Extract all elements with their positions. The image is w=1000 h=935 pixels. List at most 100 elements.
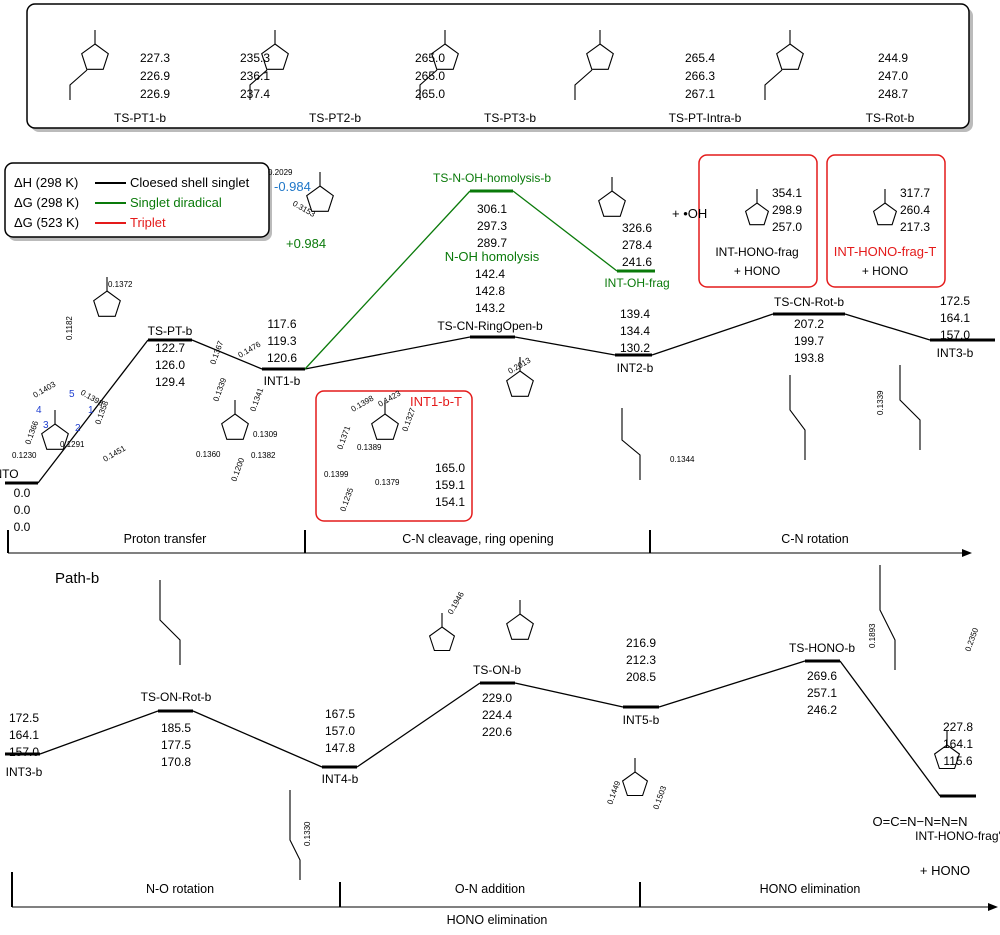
hono-label: + HONO [920,863,970,878]
section-label: HONO elimination [760,882,861,896]
ts-label: TS-PT1-b [114,111,166,125]
energy-value: 122.7 [155,341,185,355]
ts-energy-value: 227.3 [140,51,170,65]
energy-value: 119.3 [267,334,296,348]
charge-label: +0.984 [286,236,326,251]
molecule-structures [41,30,961,880]
path-label: N-OH homolysis [445,249,540,264]
energy-value: 0.0 [14,520,31,534]
bond-length-label: 0.1182 [65,316,74,340]
ts-energy-value: 265.0 [415,69,445,83]
ts-label: TS-PT2-b [309,111,361,125]
bond-length-label: 0.2029 [268,168,293,177]
open-chain-structure [289,790,301,880]
energy-value: 289.7 [477,236,507,250]
bond-length-label: 0.1360 [196,450,221,459]
atom-number: 2 [75,423,81,434]
energy-value: 306.1 [477,202,507,216]
atom-number: 4 [36,405,42,416]
triazolone-ring [428,626,456,652]
energy-value: 139.4 [620,307,650,321]
axis-title: HONO elimination [447,913,548,927]
section-label: N-O rotation [146,882,214,896]
atom-number: 3 [43,420,49,431]
energy-value: 147.8 [325,741,355,755]
energy-value: 177.5 [161,738,191,752]
atom-number: 5 [69,389,75,400]
charge-label: -0.984 [274,179,311,194]
bond-length-label: 0.1399 [324,470,349,479]
open-chain-structure [159,580,181,665]
energy-value: 193.8 [794,351,824,365]
bond-length-label: 0.1382 [251,451,276,460]
state-label: INT4-b [322,772,359,786]
legend-entry: Cloesed shell singlet [130,175,250,190]
oxadiazole-ring [621,771,649,797]
energy-value: 260.4 [900,203,930,217]
triazole-ring [933,744,961,770]
ts-energy-value: 247.0 [878,69,908,83]
energy-value: 298.9 [772,203,802,217]
energy-value: 142.8 [475,284,505,298]
energy-value: 142.4 [475,267,505,281]
energy-value: 257.1 [807,686,837,700]
energy-value: 126.0 [155,358,185,372]
ts-energy-value: 265.0 [415,51,445,65]
open-chain-structure [789,375,806,460]
triazolone-ring [306,185,334,212]
hono-label: + HONO [734,264,780,278]
upper-profile [5,189,995,557]
oh-radical-label: + •OH [672,206,707,221]
energy-value: 216.9 [626,636,656,650]
state-label: INT5-b [623,713,660,727]
bond-length-label: 0.1379 [375,478,400,487]
bond-length-label: 0.1330 [303,821,312,846]
energy-value: 134.4 [620,324,650,338]
nitro-group [764,69,783,100]
triazolone-ring [506,370,534,397]
bond-length-label: 0.1403 [32,379,58,399]
path-title: Path-b [55,570,99,587]
section-label: Proton transfer [124,532,207,546]
ts-label: TS-Rot-b [866,111,915,125]
ts-energy-value: 248.7 [878,87,908,101]
ts-structure-ring [586,43,614,70]
state-label: TS-N-OH-homolysis-b [433,171,551,185]
energy-value: 220.6 [482,725,512,739]
legend-entry: Singlet diradical [130,195,222,210]
energy-value: 154.1 [435,495,465,509]
energy-value: 297.3 [477,219,507,233]
state-label: TS-ON-Rot-b [141,690,212,704]
bond-length-label: 0.1327 [400,406,417,433]
bond-length-label: 0.1371 [335,424,352,451]
legend-lines [95,182,126,224]
text-labels: 227.3226.9226.9TS-PT1-b235.3236.1237.4TS… [0,51,1000,927]
energy-value: 143.2 [475,301,505,315]
energy-value: 217.3 [900,220,930,234]
energy-value: 164.1 [943,737,973,751]
state-label: INT1-b [264,374,301,388]
nitro-group [69,69,88,100]
hono-label: + HONO [862,264,908,278]
energy-value: 317.7 [900,186,930,200]
lower-axis-arrow-icon [988,903,998,911]
ts-energy-value: 244.9 [878,51,908,65]
int-hono-frag-t-box [826,154,946,288]
bond-length-label: 0.1366 [23,419,40,446]
energy-value: 165.0 [435,461,465,475]
state-label: NTO [0,467,19,481]
energy-value: 241.6 [622,255,652,269]
upper-axis-arrow-icon [962,549,972,557]
section-label: O-N addition [455,882,525,896]
ts-energy-value: 266.3 [685,69,715,83]
energy-value: 159.1 [435,478,465,492]
open-chain-structure [899,365,921,450]
triazolone-ring [872,202,898,226]
energy-value: 224.4 [482,708,512,722]
triazolone-ring [598,190,626,217]
energy-value: 212.3 [626,653,656,667]
bond-length-label: 0.1946 [446,590,466,616]
open-chain-structure [621,408,641,480]
energy-value: 170.8 [161,755,191,769]
